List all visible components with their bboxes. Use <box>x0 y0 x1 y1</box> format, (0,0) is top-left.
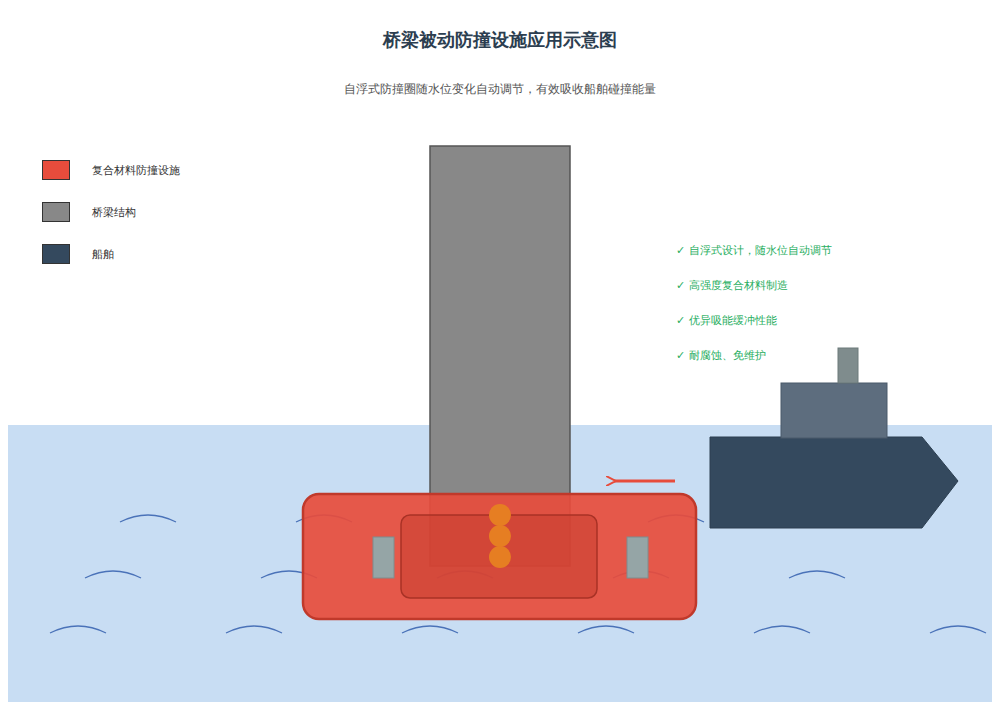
legend-swatch <box>42 202 70 222</box>
legend-text: 复合材料防撞设施 <box>92 163 180 178</box>
title: 桥梁被动防撞设施应用示意图 <box>383 28 617 52</box>
feature-note: ✓ 自浮式设计，随水位自动调节 <box>676 243 832 258</box>
ship-hull <box>710 437 958 528</box>
buffer-ball <box>489 504 511 526</box>
ship-chimney <box>838 348 858 383</box>
wave <box>578 626 634 633</box>
wave <box>930 626 986 633</box>
wave <box>789 571 845 578</box>
legend-swatch <box>42 244 70 264</box>
legend-text: 船舶 <box>92 247 114 262</box>
feature-note: ✓ 高强度复合材料制造 <box>676 278 788 293</box>
wave <box>754 626 810 633</box>
legend-text: 桥梁结构 <box>92 205 136 220</box>
buffer-ball <box>489 546 511 568</box>
buffer-ball <box>489 525 511 547</box>
legend-swatch <box>42 160 70 180</box>
feature-note: ✓ 优异吸能缓冲性能 <box>676 313 777 328</box>
wave <box>402 626 458 633</box>
wave <box>50 626 106 633</box>
feature-note: ✓ 耐腐蚀、免维护 <box>676 348 766 363</box>
inner-chamber <box>401 515 597 598</box>
anti-collision-ring <box>303 494 696 619</box>
motion-arrow <box>614 480 675 483</box>
caption: 自浮式防撞圈随水位变化自动调节，有效吸收船舶碰撞能量 <box>344 81 656 98</box>
wave <box>226 626 282 633</box>
wave <box>120 515 176 522</box>
connector-block <box>627 537 648 578</box>
ship-cabin <box>781 383 887 438</box>
wave <box>85 571 141 578</box>
connector-block <box>373 537 394 578</box>
